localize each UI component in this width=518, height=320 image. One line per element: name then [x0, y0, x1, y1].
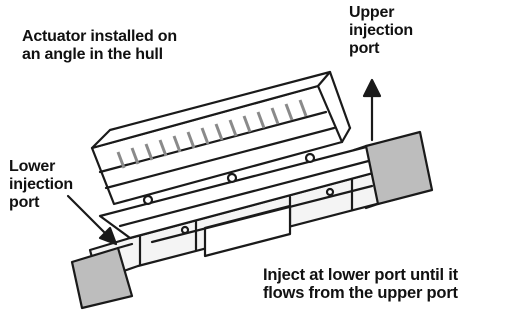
- upper-port-label-line-3: port: [349, 40, 413, 58]
- upper-port-label: Upper injection port: [349, 4, 413, 58]
- lower-port-label-line-3: port: [9, 194, 73, 212]
- upper-port-label-line-1: Upper: [349, 4, 413, 22]
- lower-port-label: Lower injection port: [9, 158, 73, 212]
- actuator-label-line-2: an angle in the hull: [22, 46, 177, 64]
- arrow-up-icon: [364, 80, 380, 140]
- actuator-label-line-1: Actuator installed on: [22, 28, 177, 46]
- instruction-label: Inject at lower port until it flows from…: [263, 266, 458, 303]
- instruction-label-line-1: Inject at lower port until it: [263, 266, 458, 284]
- upper-port-label-line-2: injection: [349, 22, 413, 40]
- lower-port-label-line-1: Lower: [9, 158, 73, 176]
- lower-port-label-line-2: injection: [9, 176, 73, 194]
- instruction-label-line-2: flows from the upper port: [263, 284, 458, 302]
- actuator-label: Actuator installed on an angle in the hu…: [22, 28, 177, 64]
